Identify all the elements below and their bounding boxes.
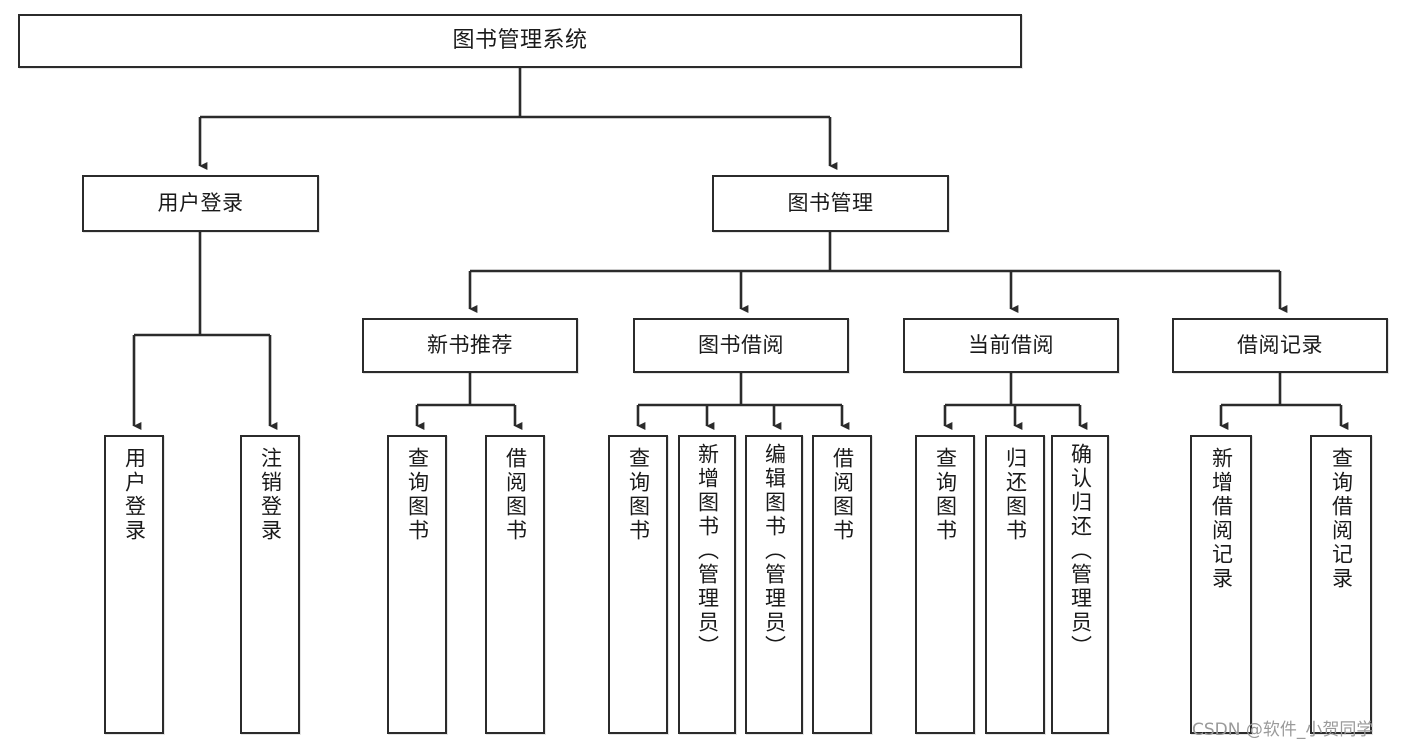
node-label: 查询图书 — [933, 447, 958, 543]
node-label: 新书推荐 — [427, 333, 513, 358]
node-label: 查询图书 — [405, 447, 430, 543]
node-label: 编辑图书（管理员） — [762, 443, 787, 659]
node-label: 图书管理 — [787, 191, 874, 216]
node-current_borrow[interactable]: 当前借阅 — [903, 318, 1119, 373]
node-root-图书管理系统[interactable]: 图书管理系统 — [18, 14, 1022, 68]
node-leaf_confirm_return[interactable]: 确认归还（管理员） — [1051, 435, 1109, 734]
node-label: 归还图书 — [1003, 447, 1028, 543]
node-leaf_return_book[interactable]: 归还图书 — [985, 435, 1045, 734]
node-book_borrow[interactable]: 图书借阅 — [633, 318, 849, 373]
node-label: 查询图书 — [626, 447, 651, 543]
node-leaf_add_book[interactable]: 新增图书（管理员） — [678, 435, 736, 734]
node-new_book_rec[interactable]: 新书推荐 — [362, 318, 578, 373]
node-label: 借阅记录 — [1237, 333, 1323, 358]
node-label: 查询借阅记录 — [1329, 447, 1354, 591]
node-label: 新增借阅记录 — [1209, 447, 1234, 591]
node-label: 当前借阅 — [968, 333, 1054, 358]
node-leaf_query_book_1[interactable]: 查询图书 — [387, 435, 447, 734]
node-user_login[interactable]: 用户登录 — [82, 175, 319, 232]
node-label: 借阅图书 — [830, 447, 855, 543]
csdn-watermark: CSDN @软件_小贺同学 — [1192, 720, 1374, 740]
node-book_manage[interactable]: 图书管理 — [712, 175, 949, 232]
node-leaf_add_record[interactable]: 新增借阅记录 — [1190, 435, 1252, 734]
node-leaf_borrow_book_2[interactable]: 借阅图书 — [812, 435, 872, 734]
node-leaf_user_login[interactable]: 用户登录 — [104, 435, 164, 734]
node-label: 用户登录 — [157, 191, 244, 216]
node-label: 图书管理系统 — [452, 28, 588, 54]
node-leaf_logout[interactable]: 注销登录 — [240, 435, 300, 734]
node-label: 注销登录 — [258, 447, 283, 543]
node-label: 确认归还（管理员） — [1068, 443, 1093, 659]
node-label: 用户登录 — [122, 447, 147, 543]
node-borrow_record[interactable]: 借阅记录 — [1172, 318, 1388, 373]
node-label: 新增图书（管理员） — [695, 443, 720, 659]
node-leaf_query_book_3[interactable]: 查询图书 — [915, 435, 975, 734]
node-leaf_query_record[interactable]: 查询借阅记录 — [1310, 435, 1372, 734]
node-leaf_borrow_book_1[interactable]: 借阅图书 — [485, 435, 545, 734]
node-label: 借阅图书 — [503, 447, 528, 543]
node-leaf_edit_book[interactable]: 编辑图书（管理员） — [745, 435, 803, 734]
node-leaf_query_book_2[interactable]: 查询图书 — [608, 435, 668, 734]
node-label: 图书借阅 — [698, 333, 784, 358]
